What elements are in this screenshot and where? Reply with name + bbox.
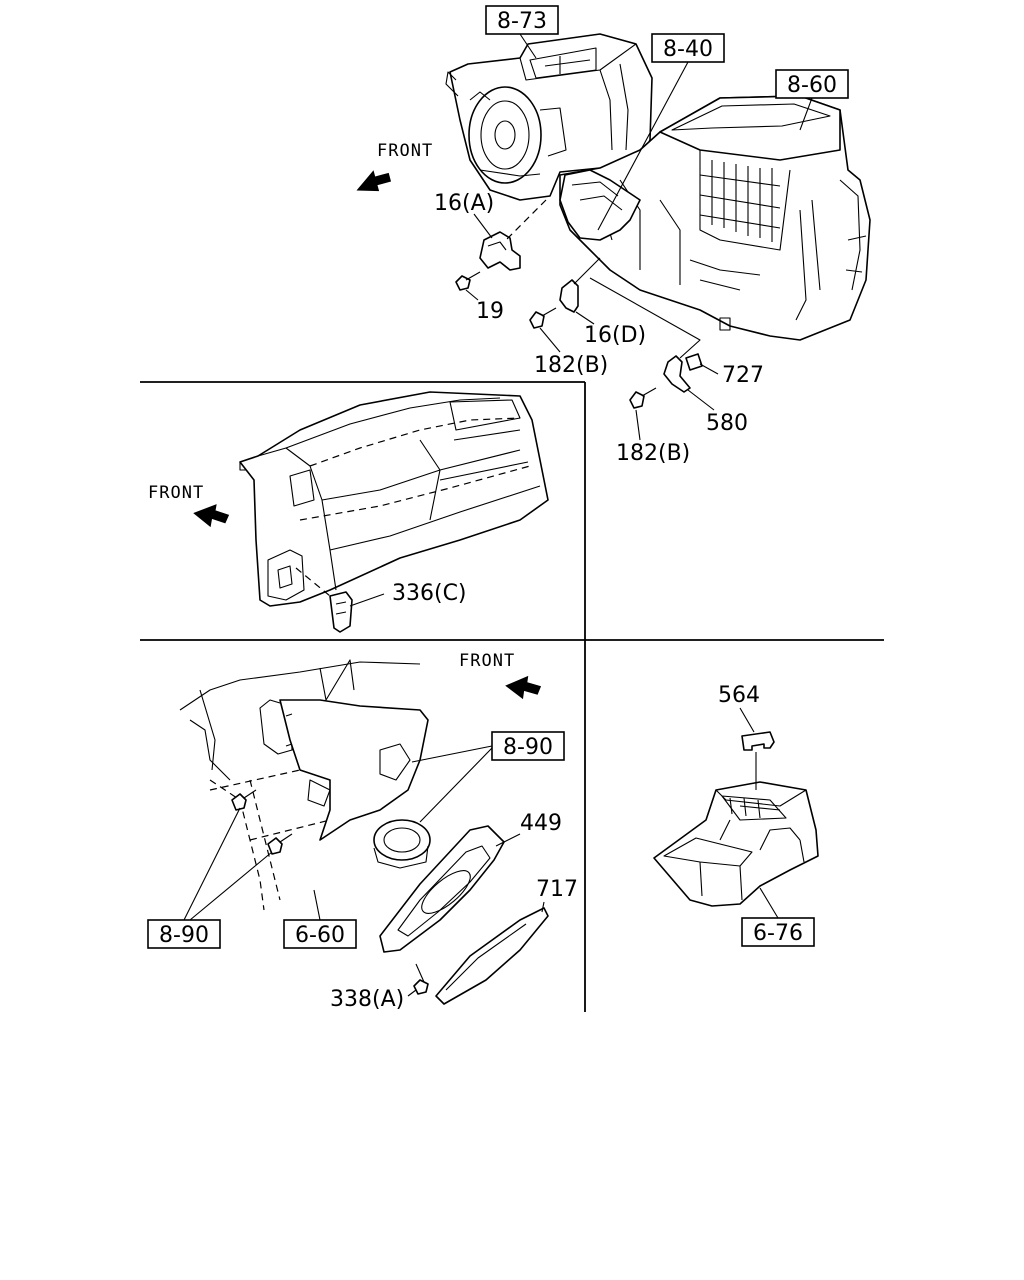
screw-182b-upper-drawing [529,307,557,329]
ref-box-6-60: 6-60 [283,889,357,949]
front-arrow-middle: FRONT [148,483,230,528]
screw-338a-drawing [413,963,429,995]
ref-box-8-90-right: 8-90 [411,731,565,823]
panel-dividers [140,381,884,1012]
svg-text:8-40: 8-40 [663,37,713,62]
screw-182b-lower-drawing [629,387,657,409]
callout-727: 727 [722,363,764,388]
front-label-bottom: FRONT [459,651,515,671]
panel-middle-left: FRONT 336(C) [148,391,549,633]
callout-336c: 336(C) [392,581,467,606]
ref-box-8-73: 8-73 [485,5,559,59]
callout-338a: 338(A) [330,987,404,1012]
bracket-16d-drawing [559,279,579,313]
svg-text:8-90: 8-90 [503,735,553,760]
panel-bottom-left: FRONT 8-90 8-90 6-60 449 717 338(A) [147,651,578,1012]
glove-box-449-drawing [379,825,505,953]
bracket-336c-drawing [329,591,353,633]
front-arrow-top: FRONT [356,141,433,192]
cover-717-drawing [435,907,549,1005]
svg-text:8-60: 8-60 [787,73,837,98]
panel-top: FRONT 8-73 8-40 8-60 16(A) 19 16(D) 182(… [356,5,871,466]
screws-drawing [209,769,331,855]
vent-drawing [373,819,431,869]
pad-727-drawing [685,353,703,371]
callout-580: 580 [706,411,748,436]
svg-text:6-76: 6-76 [753,921,803,946]
assembly-line-a [505,199,547,241]
screw-19-drawing [455,271,481,291]
ref-box-6-76: 6-76 [741,887,815,947]
front-arrow-bottom: FRONT [459,651,542,700]
callout-182b-lower: 182(B) [616,441,690,466]
callout-16d: 16(D) [584,323,646,348]
duct-drawing [559,169,641,241]
callout-564: 564 [718,683,760,708]
dash-structure-drawing [179,659,429,911]
callout-717: 717 [536,877,578,902]
callout-182b-upper: 182(B) [534,353,608,378]
callout-16a: 16(A) [434,191,494,216]
svg-text:6-60: 6-60 [295,923,345,948]
ref-box-8-90-left: 8-90 [147,807,273,949]
assembly-line-b [573,257,701,359]
ref-box-8-40: 8-40 [597,33,725,231]
panel-bottom-right: 6-76 564 [653,683,819,947]
console-6-76-drawing [653,781,819,907]
bracket-580-drawing [663,355,691,393]
clip-564-drawing [741,731,775,790]
ref-box-8-60: 8-60 [775,69,849,131]
bracket-16a-drawing [479,231,521,271]
svg-text:8-90: 8-90 [159,923,209,948]
callout-19: 19 [476,299,504,324]
front-label-middle: FRONT [148,483,204,503]
callout-449: 449 [520,811,562,836]
dashboard-drawing [239,391,549,607]
front-label-top: FRONT [377,141,433,161]
svg-text:8-73: 8-73 [497,9,547,34]
assembly-line-c [295,567,331,597]
